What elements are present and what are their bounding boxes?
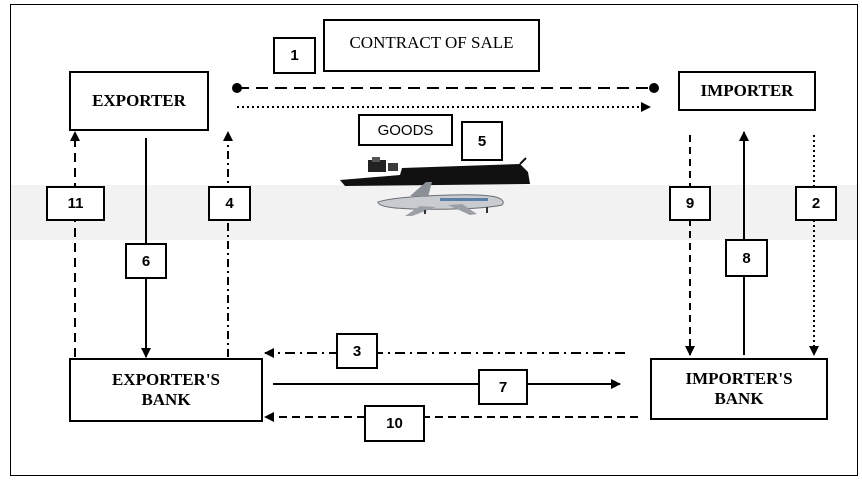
goods-box: GOODS [358, 114, 453, 146]
airplane-icon [377, 182, 504, 216]
step-7-box: 7 [478, 369, 528, 405]
exporters-bank-label-line2: BANK [141, 390, 191, 409]
step-5-box: 5 [461, 121, 503, 161]
background-band [11, 185, 857, 240]
step-1-label: 1 [290, 47, 299, 64]
contract-of-sale-box: CONTRACT OF SALE [323, 19, 540, 72]
step-8-box: 8 [725, 239, 768, 277]
importers-bank-label-line1: IMPORTER'S [685, 369, 793, 388]
step-2-box: 2 [795, 186, 837, 221]
step-10-box: 10 [364, 405, 425, 442]
exporter-box: EXPORTER [69, 71, 209, 131]
diagram-frame [10, 4, 858, 476]
exporters-bank-label-line1: EXPORTER'S [111, 370, 221, 389]
contract-of-sale-label: CONTRACT OF SALE [349, 33, 514, 52]
step-9-box: 9 [669, 186, 711, 221]
step-8-label: 8 [742, 249, 751, 267]
step-9-label: 9 [685, 195, 695, 212]
step-6-box: 6 [125, 243, 167, 279]
exporters-bank-box: EXPORTER'S BANK [69, 358, 263, 422]
step-3-box: 3 [336, 333, 378, 369]
step-11-box: 11 [46, 186, 105, 221]
step-6-label: 6 [141, 252, 151, 270]
step-7-label: 7 [498, 378, 508, 396]
importers-bank-box: IMPORTER'S BANK [650, 358, 828, 420]
step-4-label: 4 [225, 195, 234, 212]
importer-label: IMPORTER [700, 81, 794, 100]
step-5-label: 5 [477, 132, 487, 150]
importer-box: IMPORTER [678, 71, 816, 111]
goods-label: GOODS [377, 121, 434, 139]
step-10-label: 10 [386, 415, 403, 432]
step-4-box: 4 [208, 186, 251, 221]
importers-bank-label-line2: BANK [714, 389, 764, 408]
step-3-label: 3 [352, 342, 362, 360]
arrow-contract-of-sale [232, 83, 659, 93]
step-11-label: 11 [67, 195, 84, 212]
step-2-label: 2 [811, 195, 821, 212]
exporter-label: EXPORTER [92, 91, 186, 110]
ship-icon [340, 157, 530, 186]
step-1-box: 1 [273, 37, 316, 74]
